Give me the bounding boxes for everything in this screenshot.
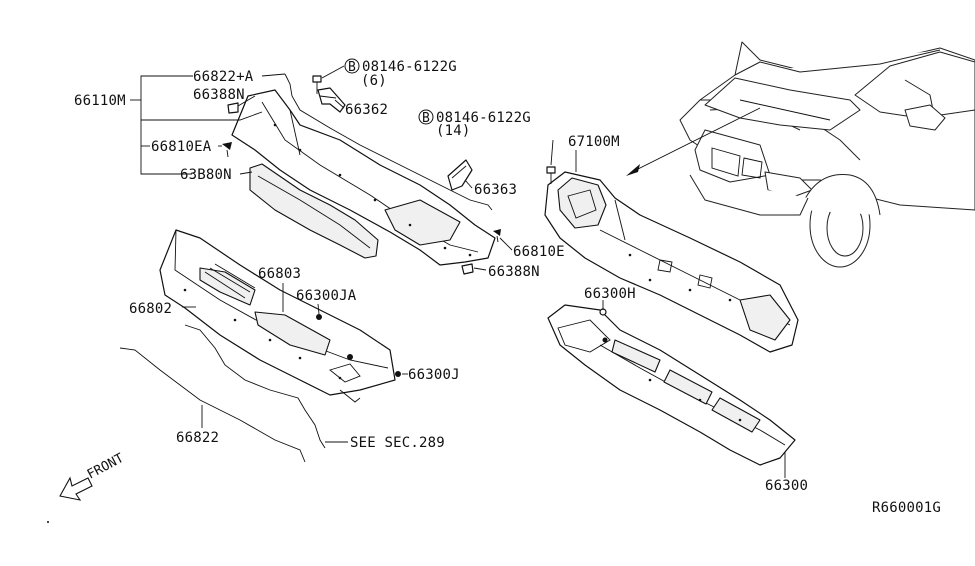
- label-bolt-mid: 08146-6122G: [436, 110, 531, 126]
- label-66803: 66803: [258, 266, 301, 282]
- label-67100m: 67100M: [568, 134, 620, 150]
- front-arrow-icon: [59, 476, 93, 501]
- clip-66300ja: [316, 314, 322, 320]
- front-direction-indicator: FRONT: [59, 451, 127, 501]
- label-see-sec: SEE SEC.289: [350, 435, 445, 451]
- leader-lines: [130, 65, 786, 478]
- clip-66388n-bottom: [461, 263, 474, 275]
- label-66822a: 66822+A: [193, 69, 254, 85]
- cowl-top-lower: [159, 229, 396, 403]
- screw-66810e: [493, 229, 501, 243]
- label-66300h: 66300H: [584, 286, 636, 302]
- label-66300: 66300: [765, 478, 808, 494]
- label-66362: 66362: [345, 102, 388, 118]
- reference-code: R660001G: [872, 500, 941, 516]
- truck-illustration: [626, 41, 975, 268]
- label-66810e: 66810E: [513, 244, 565, 260]
- bolt-top: [312, 75, 322, 94]
- label-66110m: 66110M: [74, 93, 126, 109]
- label-63b80n: 63B80N: [180, 167, 232, 183]
- label-66388n-bottom: 66388N: [488, 264, 540, 280]
- cowl-top-upper: [231, 89, 496, 266]
- panel-67100m: [544, 171, 799, 353]
- panel-66300: [547, 304, 796, 466]
- label-66300ja: 66300JA: [296, 288, 357, 304]
- label-bolt-top: 08146-6122G: [362, 59, 457, 75]
- label-66822: 66822: [176, 430, 219, 446]
- bolt-symbol-mid: B: [418, 109, 434, 126]
- label-66363: 66363: [474, 182, 517, 198]
- label-bolt-top-qty: (6): [361, 73, 387, 89]
- clip-66388n-top: [227, 102, 239, 114]
- svg-text:B: B: [422, 111, 430, 126]
- seal-63b80n: [249, 163, 379, 259]
- label-66802: 66802: [129, 301, 172, 317]
- label-bolt-mid-qty: (14): [436, 123, 471, 139]
- clip-66300j: [395, 371, 401, 377]
- label-front: FRONT: [85, 451, 127, 483]
- label-66388n-top: 66388N: [193, 87, 245, 103]
- hose-66822a: [284, 73, 493, 211]
- bolt-mid: [546, 166, 556, 184]
- bracket-66363: [447, 159, 473, 191]
- screw-66810ea: [222, 142, 232, 158]
- hose-66822: [119, 347, 306, 463]
- bracket-66362: [317, 87, 346, 113]
- bolt-symbol-top: B: [344, 58, 360, 75]
- svg-text:B: B: [348, 60, 356, 75]
- label-66810ea: 66810EA: [151, 139, 212, 155]
- label-66300j: 66300J: [408, 367, 460, 383]
- hose-sec-289: [184, 324, 326, 449]
